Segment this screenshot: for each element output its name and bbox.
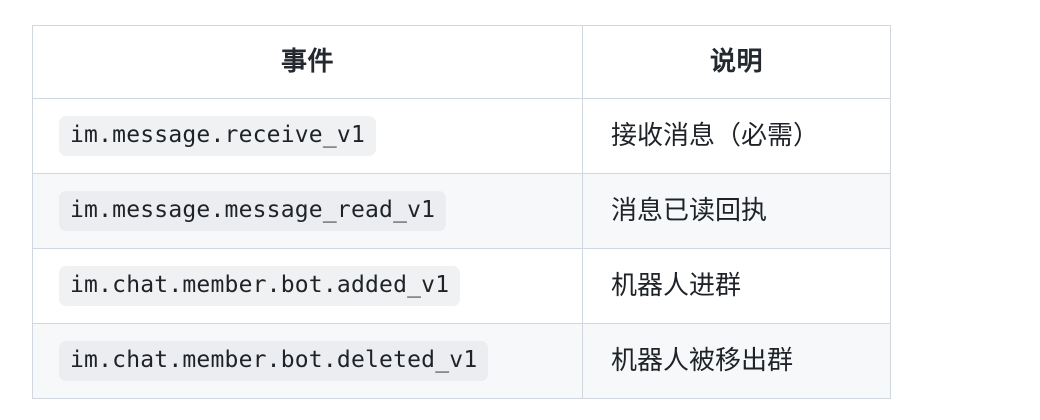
event-cell: im.message.message_read_v1 bbox=[32, 173, 583, 249]
column-header-description: 说明 bbox=[582, 25, 891, 99]
description-cell: 接收消息（必需） bbox=[582, 98, 891, 174]
table-row: im.message.receive_v1 接收消息（必需） bbox=[32, 98, 891, 174]
table-row: im.chat.member.bot.deleted_v1 机器人被移出群 bbox=[32, 323, 891, 399]
event-code-chip: im.message.message_read_v1 bbox=[59, 191, 447, 231]
description-cell: 消息已读回执 bbox=[582, 173, 891, 249]
event-code-chip: im.message.receive_v1 bbox=[59, 116, 376, 156]
table-header-row: 事件 说明 bbox=[32, 25, 891, 99]
description-cell: 机器人被移出群 bbox=[582, 323, 891, 399]
table-row: im.chat.member.bot.added_v1 机器人进群 bbox=[32, 248, 891, 324]
table-body: im.message.receive_v1 接收消息（必需） im.messag… bbox=[32, 98, 891, 399]
event-cell: im.message.receive_v1 bbox=[32, 98, 583, 174]
description-cell: 机器人进群 bbox=[582, 248, 891, 324]
table-row: im.message.message_read_v1 消息已读回执 bbox=[32, 173, 891, 249]
table-header: 事件 说明 bbox=[32, 25, 891, 99]
event-subscription-table: 事件 说明 im.message.receive_v1 接收消息（必需） im.… bbox=[32, 25, 891, 399]
event-code-chip: im.chat.member.bot.deleted_v1 bbox=[59, 341, 489, 381]
column-header-event: 事件 bbox=[32, 25, 583, 99]
event-code-chip: im.chat.member.bot.added_v1 bbox=[59, 266, 461, 306]
event-cell: im.chat.member.bot.added_v1 bbox=[32, 248, 583, 324]
event-cell: im.chat.member.bot.deleted_v1 bbox=[32, 323, 583, 399]
